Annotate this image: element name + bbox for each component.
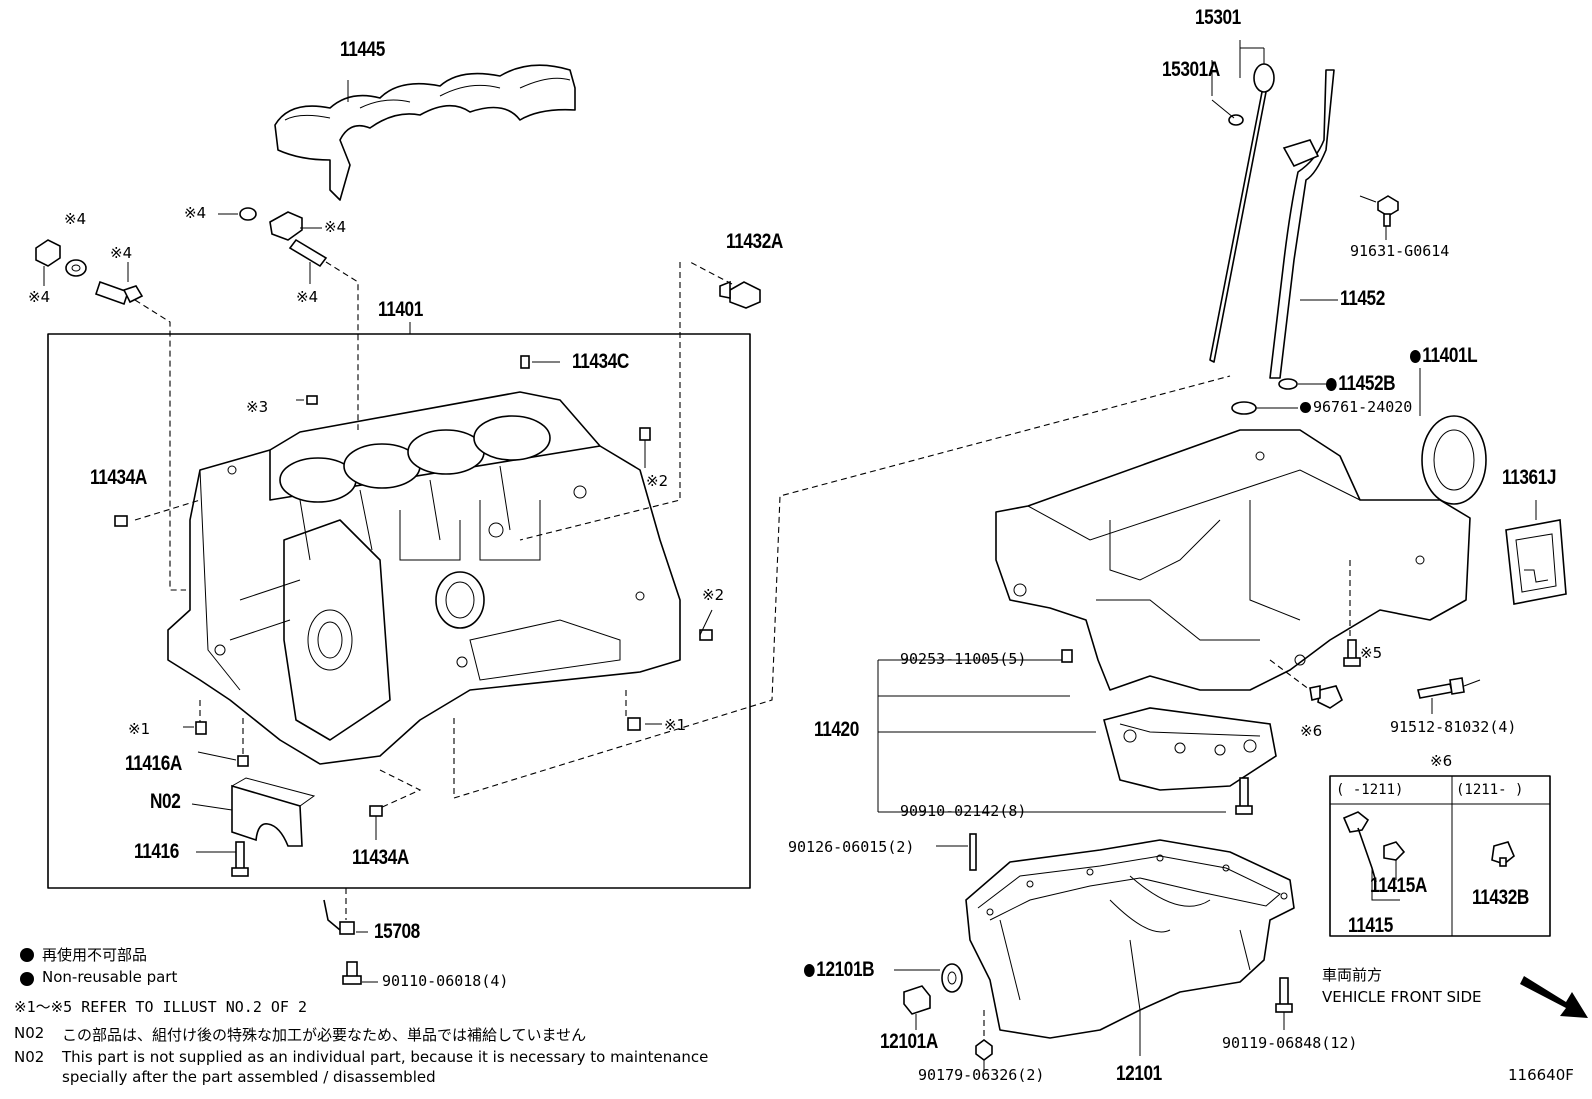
direction-en: VEHICLE FRONT SIDE [1322,988,1482,1006]
mark-4-d: ※4 [184,204,207,222]
label-11415a[interactable]: 11415A [1370,874,1427,897]
legend-jp: 再使用不可部品 [42,946,148,964]
mark-5: ※5 [1360,644,1383,662]
label-15708[interactable]: 15708 [374,920,420,943]
o-ring-96761 [1231,401,1257,415]
label-11434a-bot[interactable]: 11434A [352,846,409,869]
label-11361j[interactable]: 11361J [1502,466,1557,489]
label-11432a[interactable]: 11432A [726,230,783,253]
n02-note-en-1: This part is not supplied as an individu… [62,1048,709,1066]
legend-refer: ※1～※5 REFER TO ILLUST NO.2 OF 2 [14,998,307,1016]
legend-en: Non-reusable part [42,968,178,986]
lower-oil-pan-12101-drawing [965,839,1295,1039]
oil-jet-15708-drawing [323,888,378,985]
plug-11432a-drawing [719,280,761,309]
mark-4-f: ※4 [296,288,319,306]
n02-code-en: N02 [14,1048,45,1066]
label-96761-text: 96761-24020 [1313,398,1413,416]
inset-col1: ( -1211) [1336,782,1404,798]
label-91512-81032[interactable]: 91512-81032(4) [1390,718,1517,736]
label-11452[interactable]: 11452 [1340,287,1385,310]
legend-dot-2 [20,972,34,986]
figure-id: 116640F [1508,1066,1574,1084]
label-11401l[interactable]: 11401L [1410,344,1478,368]
mark-2-a: ※2 [646,472,669,490]
direction-jp: 車両前方 [1322,966,1383,984]
label-90179-06326[interactable]: 90179-06326(2) [918,1066,1045,1084]
label-91631-g0614[interactable]: 91631-G0614 [1350,242,1450,260]
label-11401l-text: 11401L [1422,344,1478,367]
mark-6: ※6 [1300,722,1323,740]
label-15301[interactable]: 15301 [1195,6,1241,29]
label-90110-06018[interactable]: 90110-06018(4) [382,972,509,990]
inset-title: ※6 [1430,752,1453,770]
non-reusable-dot [1410,350,1421,363]
label-11401[interactable]: 11401 [378,298,423,321]
label-11416a[interactable]: 11416A [125,752,182,775]
insulator-11445-drawing [274,64,576,201]
non-reusable-dot [1326,378,1337,391]
o-ring-11452b [1278,378,1298,390]
label-11434a-top[interactable]: 11434A [90,466,147,489]
mark-4-b: ※4 [110,244,133,262]
label-11445[interactable]: 11445 [340,38,385,61]
label-15301a[interactable]: 15301A [1162,58,1220,81]
dowel-pins [114,355,713,817]
label-11415[interactable]: 11415 [1348,914,1393,937]
label-90119-06848[interactable]: 90119-06848(12) [1222,1034,1358,1052]
label-12101a[interactable]: 12101A [880,1030,938,1053]
front-arrow-shape [1520,976,1588,1018]
mark-2-b: ※2 [702,586,725,604]
label-12101b-text: 12101B [816,958,875,981]
label-12101[interactable]: 12101 [1116,1062,1162,1085]
block-frame [47,333,751,889]
bolts-cluster-4 [35,207,328,306]
oil-seal-11401l-drawing [1419,368,1487,505]
mark-1-a: ※1 [128,720,151,738]
legend-dot-1 [20,948,34,962]
cylinder-block-drawing [167,391,681,765]
label-96761-24020[interactable]: 96761-24020 [1300,398,1412,416]
label-11452b-text: 11452B [1338,372,1396,395]
label-90910-02142[interactable]: 90910-02142(8) [900,802,1027,820]
label-11416[interactable]: 11416 [134,840,179,863]
label-11432b[interactable]: 11432B [1472,886,1529,909]
n02-note-en-2: specially after the part assembled / dis… [62,1068,436,1086]
mark-4-c: ※4 [28,288,51,306]
bearing-cap-drawing [191,777,316,877]
inset-table-6 [1329,775,1551,937]
n02-code-jp: N02 [14,1024,45,1042]
label-90126-06015[interactable]: 90126-06015(2) [788,838,915,856]
inset-col2: (1211- ) [1456,782,1524,798]
non-reusable-dot [1300,402,1311,413]
label-n02[interactable]: N02 [150,790,181,813]
mark-4-a: ※4 [64,210,87,228]
label-11434c[interactable]: 11434C [572,350,629,373]
n02-note-jp: この部品は、組付け後の特殊な加工が必要なため、単品では補給していません [62,1026,587,1044]
dipstick-guide-11452-drawing [1269,69,1399,379]
label-90253-11005[interactable]: 90253-11005(5) [900,650,1027,668]
label-12101b[interactable]: 12101B [804,958,875,982]
label-11420[interactable]: 11420 [814,718,859,741]
cover-11361j-drawing [1505,500,1567,605]
mark-3: ※3 [246,398,269,416]
non-reusable-dot [804,964,815,977]
upper-oil-pan-11420-drawing [995,429,1471,791]
mark-4-e: ※4 [324,218,347,236]
dipstick-15301-drawing [1209,40,1275,363]
mark-1-b: ※1 [664,716,687,734]
label-11452b[interactable]: 11452B [1326,372,1396,396]
